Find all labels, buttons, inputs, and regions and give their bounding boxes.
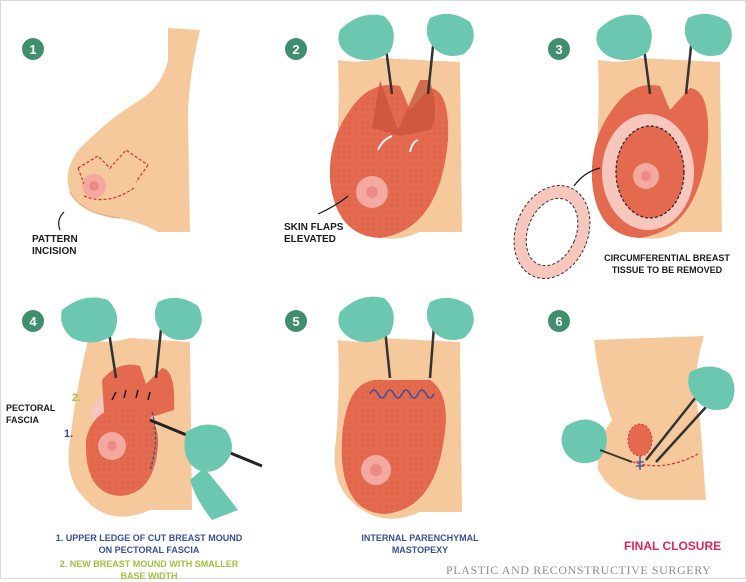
pointer-arrow-1	[59, 212, 64, 230]
step-6-badge: 6	[548, 310, 570, 332]
step-2-badge: 2	[285, 38, 307, 60]
removed-tissue-ring	[501, 174, 604, 290]
label-pattern-incision: PATTERN INCISION	[32, 234, 98, 258]
journal-watermark: PLASTIC AND RECONSTRUCTIVE SURGERY	[446, 563, 711, 578]
panel-1-torso	[68, 28, 200, 232]
step-5-badge: 5	[285, 310, 307, 332]
label-internal-mastopexy: INTERNAL PARENCHYMAL MASTOPEXY	[360, 532, 480, 556]
panel-5-torso	[335, 338, 462, 519]
panel-3-torso	[592, 58, 722, 239]
label-circumferential-tissue: CIRCUMFERENTIAL BREAST TISSUE TO BE REMO…	[590, 252, 744, 276]
step-4-badge: 4	[22, 310, 44, 332]
label-upper-ledge: 1. UPPER LEDGE OF CUT BREAST MOUND ON PE…	[54, 532, 244, 556]
label-new-mound: 2. NEW BREAST MOUND WITH SMALLER BASE WI…	[54, 558, 244, 582]
panel-4-torso	[69, 338, 192, 517]
panel-6-torso	[594, 336, 706, 500]
label-pectoral-fascia: PECTORAL FASCIA	[6, 402, 66, 426]
step-1-badge: 1	[22, 38, 44, 60]
label-final-closure: FINAL CLOSURE	[624, 540, 721, 552]
step-3-badge: 3	[548, 38, 570, 60]
marker-1: 1.	[64, 428, 73, 440]
label-skin-flaps-elevated: SKIN FLAPS ELEVATED	[284, 222, 348, 246]
panel-2-torso	[330, 58, 462, 239]
marker-2: 2.	[72, 392, 81, 404]
